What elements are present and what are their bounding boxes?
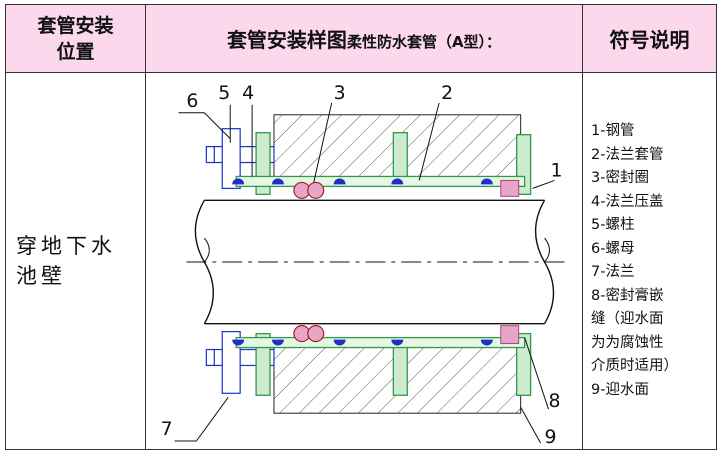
header-location-line1: 套管安装 bbox=[37, 14, 114, 37]
callout-1: 1 bbox=[551, 159, 563, 181]
callout-9: 9 bbox=[545, 426, 557, 448]
legend-item-9: 9-迎水面 bbox=[591, 381, 649, 398]
sealant-top bbox=[500, 179, 520, 197]
legend-list: 1-钢管 2-法兰套管 3-密封圈 4-法兰压盖 5-螺柱 6-螺母 7-法兰 … bbox=[591, 120, 716, 402]
seal-ring-bottom bbox=[293, 325, 325, 343]
header-sample-subtitle: 柔性防水套管（A型）： bbox=[346, 33, 502, 51]
header-sample-title: 套管安装样图 bbox=[226, 28, 347, 52]
legend-item-8: 8-密封膏嵌 缝（迎水面 为为腐蚀性 介质时适用） bbox=[591, 287, 678, 375]
installation-table: 套管安装 位置 套管安装样图柔性防水套管（A型）： 符号说明 穿地下水 池壁 bbox=[5, 4, 717, 450]
header-sample: 套管安装样图柔性防水套管（A型）： bbox=[145, 4, 583, 73]
legend-item-5: 5-螺柱 bbox=[591, 217, 635, 233]
location-cell: 穿地下水 池壁 bbox=[5, 72, 146, 450]
callout-8: 8 bbox=[549, 390, 561, 412]
legend-item-3: 3-密封圈 bbox=[591, 170, 649, 186]
weld-marks bbox=[232, 178, 493, 346]
legend-item-4: 4-法兰压盖 bbox=[591, 193, 664, 210]
callout-3: 3 bbox=[334, 82, 346, 104]
callout-5: 5 bbox=[218, 82, 230, 104]
callout-4: 4 bbox=[242, 82, 254, 104]
location-line1: 穿地下水 bbox=[16, 234, 116, 258]
header-location: 套管安装 位置 bbox=[5, 4, 146, 73]
legend-item-1: 1-钢管 bbox=[591, 123, 635, 139]
sleeve-drawing: 6 5 4 3 2 1 7 8 9 bbox=[161, 82, 565, 448]
flange-bottom bbox=[255, 332, 271, 396]
header-location-line2: 位置 bbox=[56, 40, 95, 63]
steel-pipe bbox=[186, 199, 565, 325]
callout-6: 6 bbox=[186, 90, 198, 112]
location-line2: 池壁 bbox=[16, 264, 66, 288]
end-plate-bottom bbox=[516, 332, 532, 396]
header-row: 套管安装 位置 套管安装样图柔性防水套管（A型）： 符号说明 bbox=[5, 4, 717, 73]
leader-lines bbox=[174, 102, 555, 444]
legend-item-6: 6-螺母 bbox=[591, 240, 635, 257]
legend-item-7: 7-法兰 bbox=[591, 264, 635, 280]
legend-item-2: 2-法兰套管 bbox=[591, 146, 664, 163]
seal-ring-top bbox=[293, 181, 325, 199]
header-legend: 符号说明 bbox=[582, 4, 717, 73]
content-row: 穿地下水 池壁 bbox=[5, 72, 717, 450]
nut-plate-top bbox=[221, 128, 241, 189]
sealant-bottom bbox=[500, 325, 520, 345]
callout-7: 7 bbox=[161, 418, 173, 440]
legend-cell: 1-钢管 2-法兰套管 3-密封圈 4-法兰压盖 5-螺柱 6-螺母 7-法兰 … bbox=[582, 72, 717, 450]
callout-2: 2 bbox=[441, 82, 453, 104]
drawing-cell: 6 5 4 3 2 1 7 8 9 bbox=[145, 72, 583, 450]
